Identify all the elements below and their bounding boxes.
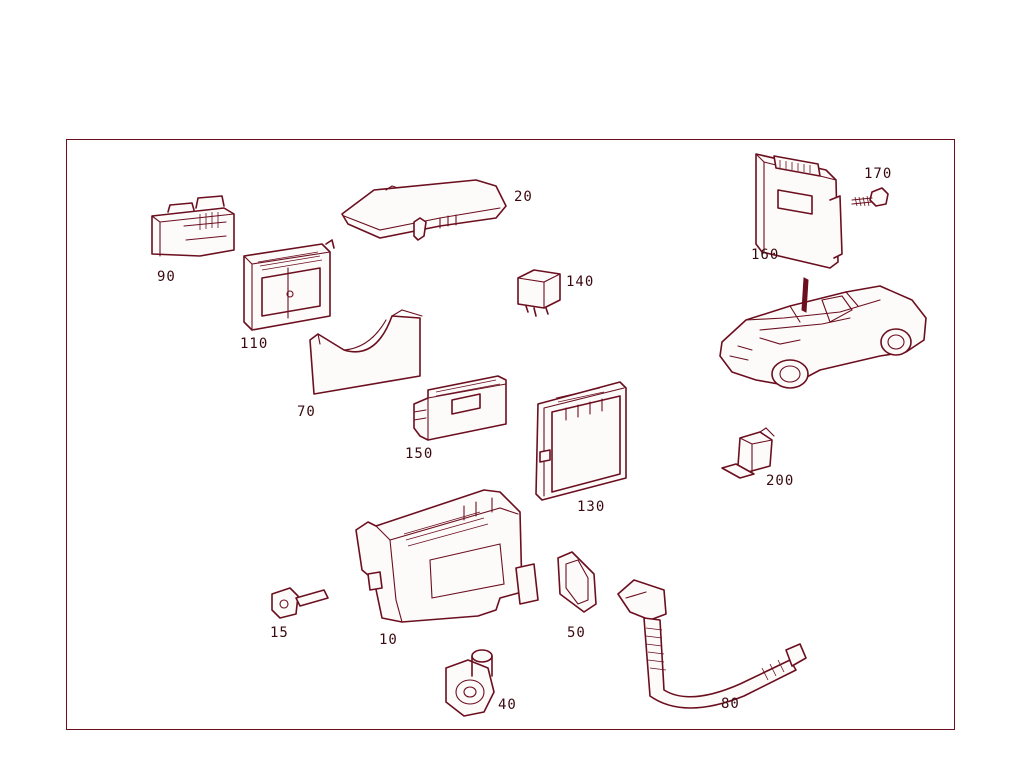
callout-70: 70 [297,404,316,420]
part-15-sensor[interactable] [271,587,329,619]
callout-200: 200 [766,473,794,489]
diagram-frame [66,139,955,730]
part-10-housing[interactable] [355,489,539,623]
part-20-cover-lid[interactable] [341,179,507,241]
part-90-connector-block[interactable] [151,195,235,257]
callout-20: 20 [514,189,533,205]
vehicle-roadster-illustration [719,277,927,389]
callout-90: 90 [157,269,176,285]
callout-150: 150 [405,446,433,462]
part-140-relay[interactable] [517,269,561,317]
part-110-control-unit[interactable] [243,239,335,331]
part-50-gasket[interactable] [557,551,597,613]
callout-40: 40 [498,697,517,713]
callout-140: 140 [566,274,594,290]
part-150-control-unit[interactable] [413,375,507,441]
part-70-cover-plate[interactable] [309,309,423,395]
part-40-blower[interactable] [445,649,495,717]
callout-15: 15 [270,625,289,641]
callout-130: 130 [577,499,605,515]
part-200-bracket[interactable] [721,427,775,479]
part-80-hose[interactable] [617,579,807,709]
callout-50: 50 [567,625,586,641]
callout-160: 160 [751,247,779,263]
callout-170: 170 [864,166,892,182]
part-160-control-module[interactable] [755,153,843,269]
callout-110: 110 [240,336,268,352]
callout-10: 10 [379,632,398,648]
part-130-engine-control-unit[interactable] [535,381,627,501]
callout-80: 80 [721,696,740,712]
part-170-screw[interactable] [851,187,889,207]
